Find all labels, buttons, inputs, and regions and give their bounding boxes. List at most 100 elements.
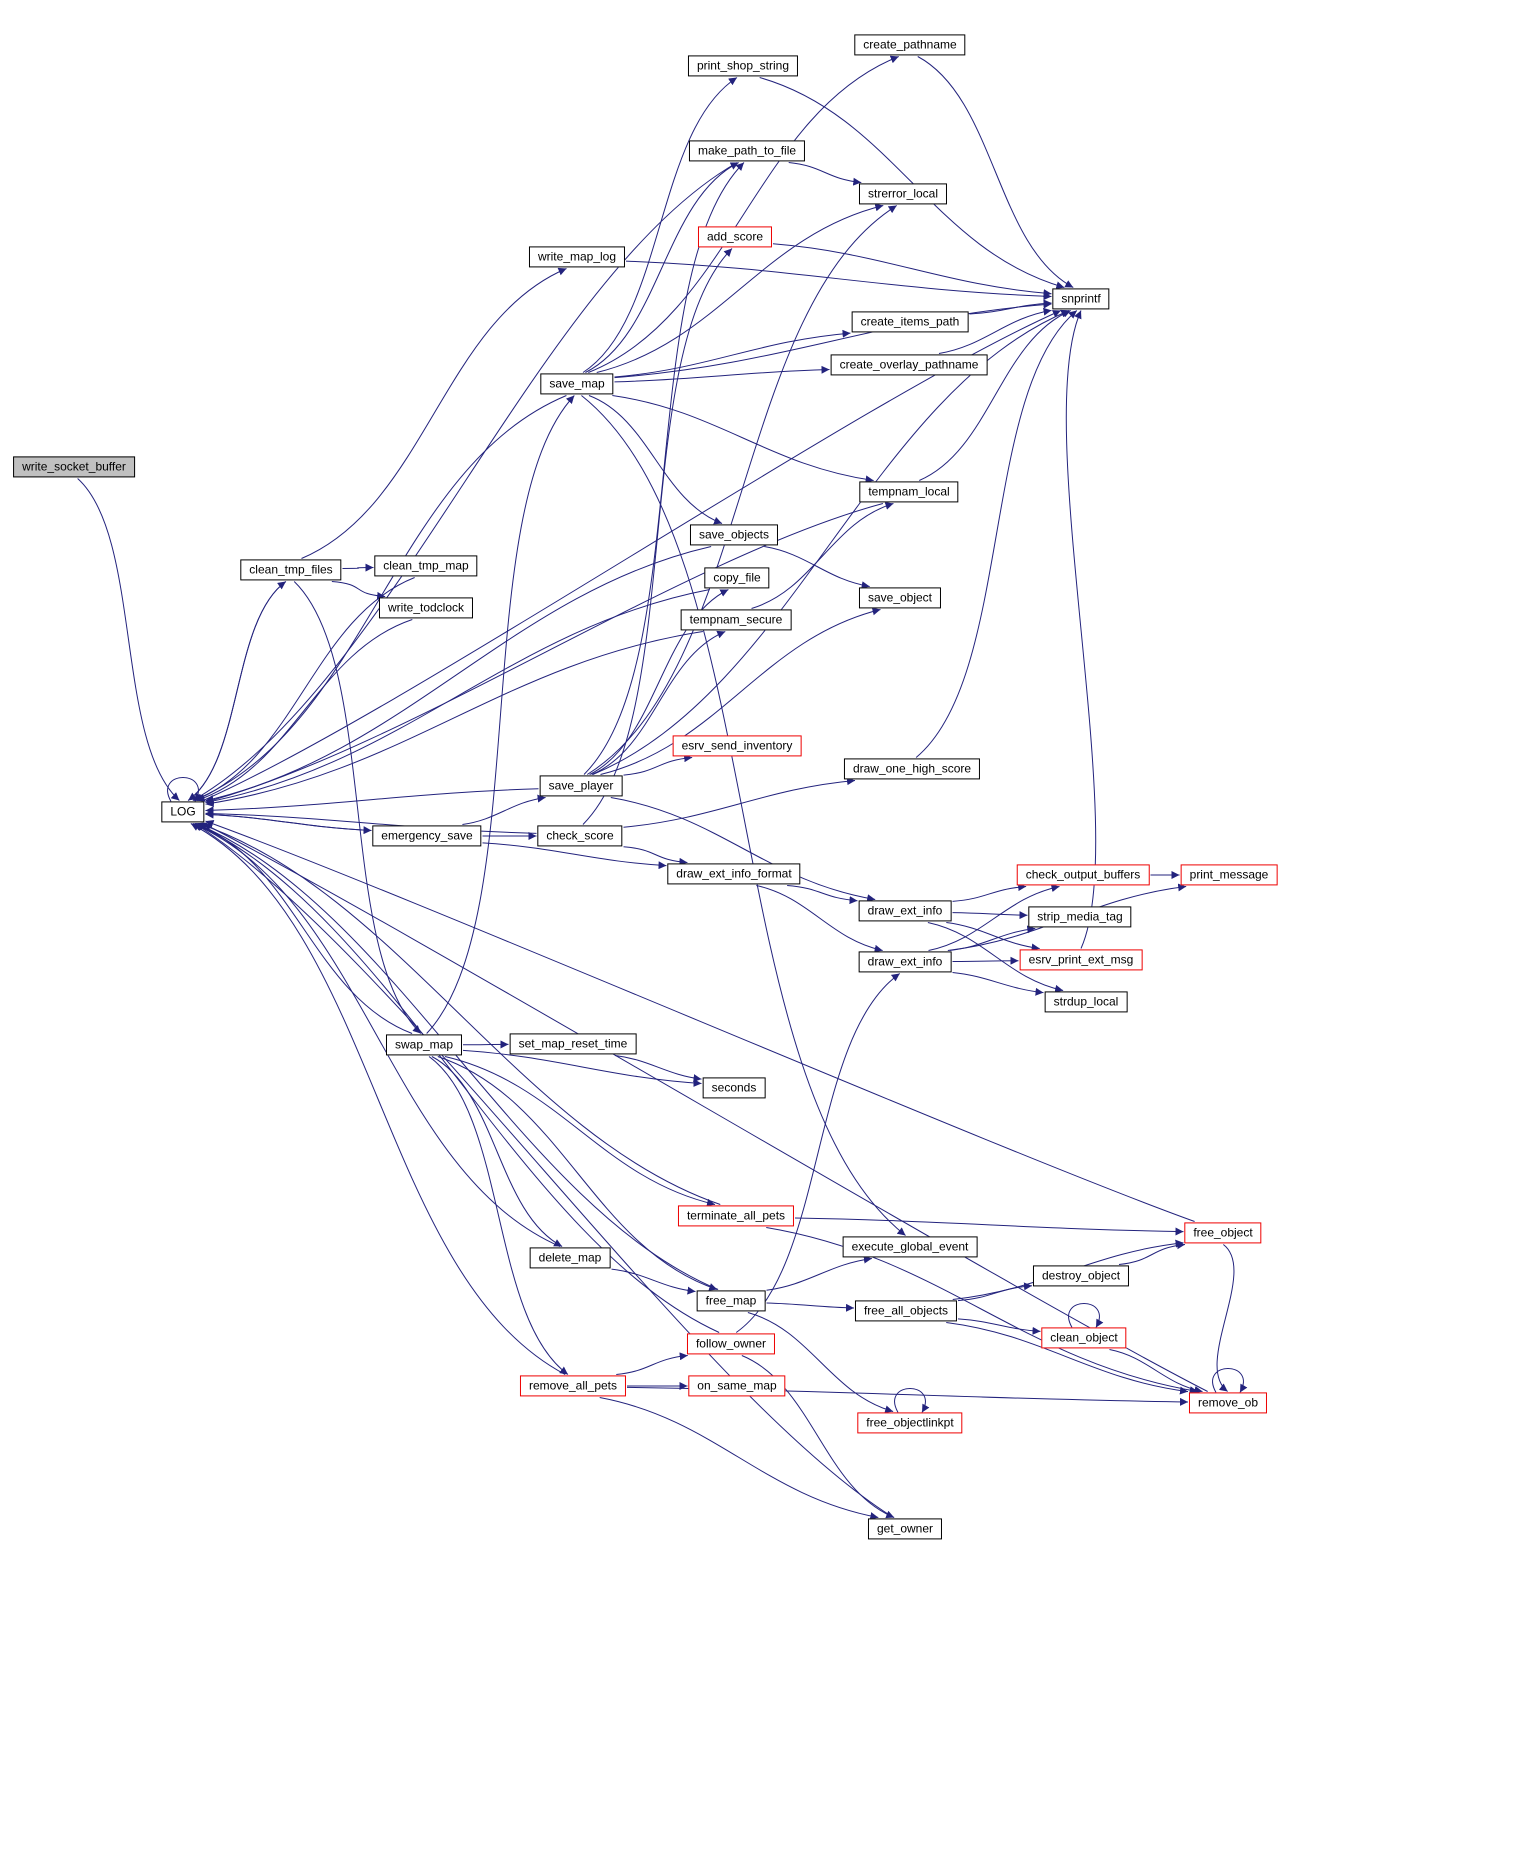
node-create_overlay_pathname[interactable]: create_overlay_pathname <box>830 354 988 376</box>
edge-save_map-to-execute_global_event <box>581 395 906 1236</box>
node-free_map[interactable]: free_map <box>696 1290 766 1312</box>
node-save_object[interactable]: save_object <box>858 587 942 609</box>
edge-free_map-to-free_all_objects <box>766 1302 855 1312</box>
node-write_socket_buffer: write_socket_buffer <box>13 456 135 478</box>
node-tempnam_local[interactable]: tempnam_local <box>859 481 959 503</box>
node-clean_object[interactable]: clean_object <box>1041 1327 1127 1349</box>
node-print_message[interactable]: print_message <box>1180 864 1278 886</box>
edge-free_all_objects-to-clean_object <box>957 1318 1041 1335</box>
node-tempnam_secure[interactable]: tempnam_secure <box>680 609 792 631</box>
edge-save_player-to-draw_ext_info_1 <box>610 797 876 903</box>
node-make_path_to_file[interactable]: make_path_to_file <box>688 140 806 162</box>
edge-destroy_object-to-free_object <box>1118 1241 1186 1265</box>
node-clean_tmp_map[interactable]: clean_tmp_map <box>374 555 478 577</box>
node-create_pathname[interactable]: create_pathname <box>854 34 966 56</box>
node-snprintf[interactable]: snprintf <box>1052 288 1110 310</box>
node-seconds[interactable]: seconds <box>702 1077 766 1099</box>
edge-follow_owner-to-get_owner <box>741 1355 895 1519</box>
node-strerror_local[interactable]: strerror_local <box>858 183 948 205</box>
node-free_object[interactable]: free_object <box>1184 1222 1262 1244</box>
edge-draw_ext_info_format-to-draw_ext_info_1 <box>787 885 858 905</box>
node-terminate_all_pets[interactable]: terminate_all_pets <box>677 1205 795 1227</box>
node-LOG[interactable]: LOG <box>161 801 205 823</box>
node-draw_one_high_score[interactable]: draw_one_high_score <box>843 758 981 780</box>
edge-free_object-to-remove_ob <box>1216 1244 1235 1392</box>
edge-check_score-to-add_score <box>582 248 733 825</box>
node-draw_ext_info_format[interactable]: draw_ext_info_format <box>667 863 801 885</box>
edge-check_score-to-draw_ext_info_format <box>623 846 688 866</box>
node-strip_media_tag[interactable]: strip_media_tag <box>1028 906 1132 928</box>
node-draw_ext_info_2[interactable]: draw_ext_info <box>858 951 952 973</box>
node-print_shop_string[interactable]: print_shop_string <box>687 55 799 77</box>
edge-emergency_save-to-save_player <box>462 794 546 825</box>
node-save_objects[interactable]: save_objects <box>689 524 779 546</box>
node-add_score[interactable]: add_score <box>697 226 773 248</box>
edge-save_player-to-make_path_to_file <box>583 162 745 775</box>
node-remove_ob[interactable]: remove_ob <box>1188 1392 1268 1414</box>
edge-draw_ext_info_1-to-strip_media_tag <box>952 911 1028 920</box>
node-check_score[interactable]: check_score <box>537 825 623 847</box>
edge-clean_object-to-remove_ob <box>1109 1349 1203 1394</box>
node-esrv_print_ext_msg[interactable]: esrv_print_ext_msg <box>1019 949 1143 971</box>
edge-set_map_reset_time-to-seconds <box>615 1055 702 1083</box>
edge-make_path_to_file-to-strerror_local <box>788 162 862 186</box>
edge-free_map-to-execute_global_event <box>766 1255 872 1291</box>
edge-save_map-to-create_overlay_pathname <box>614 365 830 383</box>
node-strdup_local[interactable]: strdup_local <box>1044 991 1128 1013</box>
node-write_map_log[interactable]: write_map_log <box>528 246 626 268</box>
node-swap_map[interactable]: swap_map <box>385 1034 463 1056</box>
edge-draw_ext_info_format-to-draw_ext_info_2 <box>756 885 883 953</box>
edge-save_map-to-make_path_to_file <box>585 162 739 373</box>
node-save_player[interactable]: save_player <box>539 775 623 797</box>
node-free_objectlinkpt[interactable]: free_objectlinkpt <box>857 1412 963 1434</box>
edge-swap_map-to-save_map <box>426 395 575 1034</box>
edge-delete_map-to-LOG <box>192 823 561 1247</box>
node-execute_global_event[interactable]: execute_global_event <box>842 1236 978 1258</box>
edge-emergency_save-to-draw_ext_info_format <box>482 842 667 870</box>
node-draw_ext_info_1[interactable]: draw_ext_info <box>858 900 952 922</box>
edge-free_object-to-LOG <box>205 820 1195 1222</box>
node-get_owner[interactable]: get_owner <box>867 1518 943 1540</box>
node-free_all_objects[interactable]: free_all_objects <box>854 1300 958 1322</box>
edge-terminate_all_pets-to-remove_ob <box>766 1227 1198 1395</box>
node-copy_file[interactable]: copy_file <box>704 567 770 589</box>
edge-write_socket_buffer-to-LOG <box>77 478 180 801</box>
node-esrv_send_inventory[interactable]: esrv_send_inventory <box>672 735 802 757</box>
edge-swap_map-to-free_map <box>437 1056 718 1291</box>
edge-write_todclock-to-LOG <box>196 619 413 802</box>
node-check_output_buffers[interactable]: check_output_buffers <box>1016 864 1150 886</box>
node-set_map_reset_time[interactable]: set_map_reset_time <box>509 1033 637 1055</box>
edge-draw_one_high_score-to-snprintf <box>915 310 1078 758</box>
edge-esrv_print_ext_msg-to-snprintf <box>1065 310 1097 949</box>
node-write_todclock[interactable]: write_todclock <box>378 597 474 619</box>
node-destroy_object[interactable]: destroy_object <box>1032 1265 1130 1287</box>
node-delete_map[interactable]: delete_map <box>529 1247 611 1269</box>
edge-save_player-to-tempnam_secure <box>591 630 726 775</box>
node-emergency_save[interactable]: emergency_save <box>372 825 482 847</box>
edge-clean_tmp_files-to-write_map_log <box>301 267 567 559</box>
edge-save_map-to-save_objects <box>588 395 723 525</box>
edge-remove_ob-to-remove_ob <box>1212 1368 1248 1393</box>
edge-free_objectlinkpt-to-free_objectlinkpt <box>894 1388 930 1413</box>
edge-create_items_path-to-snprintf <box>969 299 1052 315</box>
node-save_map[interactable]: save_map <box>540 373 614 395</box>
edge-save_map-to-print_shop_string <box>582 77 738 373</box>
edge-emergency_save-to-LOG <box>205 810 372 832</box>
node-follow_owner[interactable]: follow_owner <box>686 1333 776 1355</box>
node-create_items_path[interactable]: create_items_path <box>851 311 969 333</box>
node-remove_all_pets[interactable]: remove_all_pets <box>519 1375 627 1397</box>
edge-print_shop_string-to-snprintf <box>759 77 1065 290</box>
node-clean_tmp_files[interactable]: clean_tmp_files <box>240 559 342 581</box>
edge-clean_tmp_files-to-swap_map <box>293 581 422 1034</box>
edge-clean_tmp_files-to-write_todclock <box>331 581 386 600</box>
edge-swap_map-to-terminate_all_pets <box>444 1056 716 1207</box>
edge-terminate_all_pets-to-LOG <box>198 822 721 1205</box>
edge-save_map-to-snprintf <box>614 300 1052 379</box>
node-on_same_map[interactable]: on_same_map <box>688 1375 786 1397</box>
edge-draw_ext_info_1-to-check_output_buffers <box>952 883 1027 902</box>
edge-remove_all_pets-to-LOG <box>190 823 566 1375</box>
edge-tempnam_secure-to-LOG <box>205 631 703 807</box>
edge-LOG-to-snprintf <box>202 310 1062 801</box>
